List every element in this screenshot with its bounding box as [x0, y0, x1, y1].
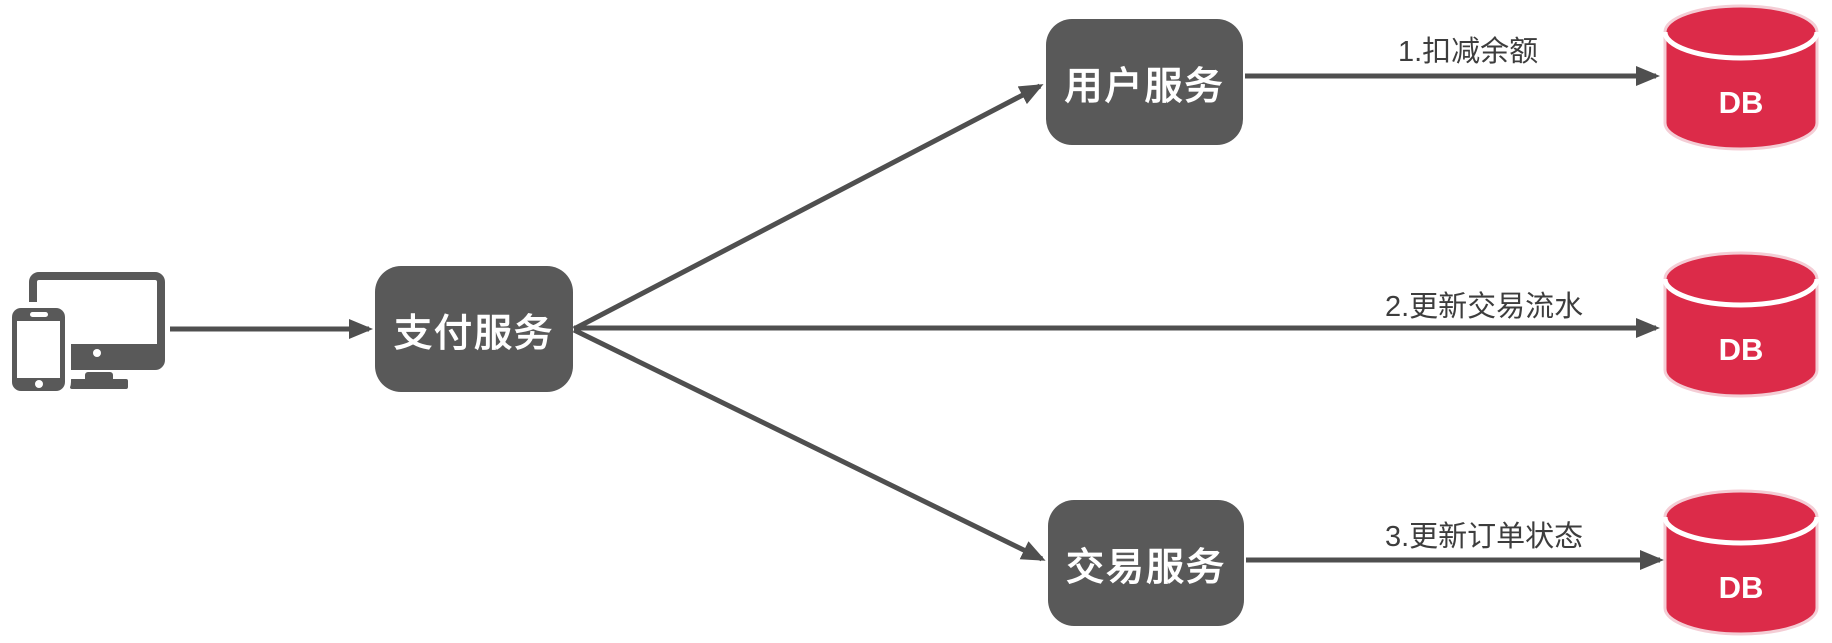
monitor-stand-neck — [85, 372, 113, 382]
node-user-label: 用户服务 — [1064, 65, 1225, 108]
db-label: DB — [1719, 570, 1764, 605]
database-cylinder-1: DB — [1662, 4, 1820, 151]
phone-speaker-slot — [29, 312, 48, 317]
phone-home-button — [34, 380, 43, 388]
db-label: DB — [1719, 332, 1764, 367]
db-label: DB — [1719, 85, 1764, 120]
client-devices-icon — [12, 270, 170, 396]
node-payment-service: 支付服务 — [375, 266, 573, 392]
edge-payment-to-user — [572, 83, 1044, 332]
edge-label-deduct-balance: 1.扣减余额 — [1398, 36, 1539, 68]
monitor-stand-base — [70, 379, 128, 389]
edge-label-update-transaction: 2.更新交易流水 — [1385, 291, 1584, 323]
node-payment-label: 支付服务 — [393, 312, 554, 355]
node-trade-service: 交易服务 — [1048, 500, 1244, 626]
database-cylinder-2: DB — [1662, 251, 1820, 398]
monitor-bezel — [37, 344, 157, 362]
node-user-service: 用户服务 — [1046, 19, 1243, 145]
phone-screen — [17, 321, 60, 378]
smartphone-icon — [12, 308, 65, 391]
database-cylinder-3: DB — [1662, 489, 1820, 636]
edge-payment-to-trade — [572, 327, 1046, 562]
edge-label-update-order: 3.更新订单状态 — [1385, 521, 1584, 553]
monitor-camera-dot — [93, 349, 101, 357]
node-trade-label: 交易服务 — [1065, 546, 1226, 589]
